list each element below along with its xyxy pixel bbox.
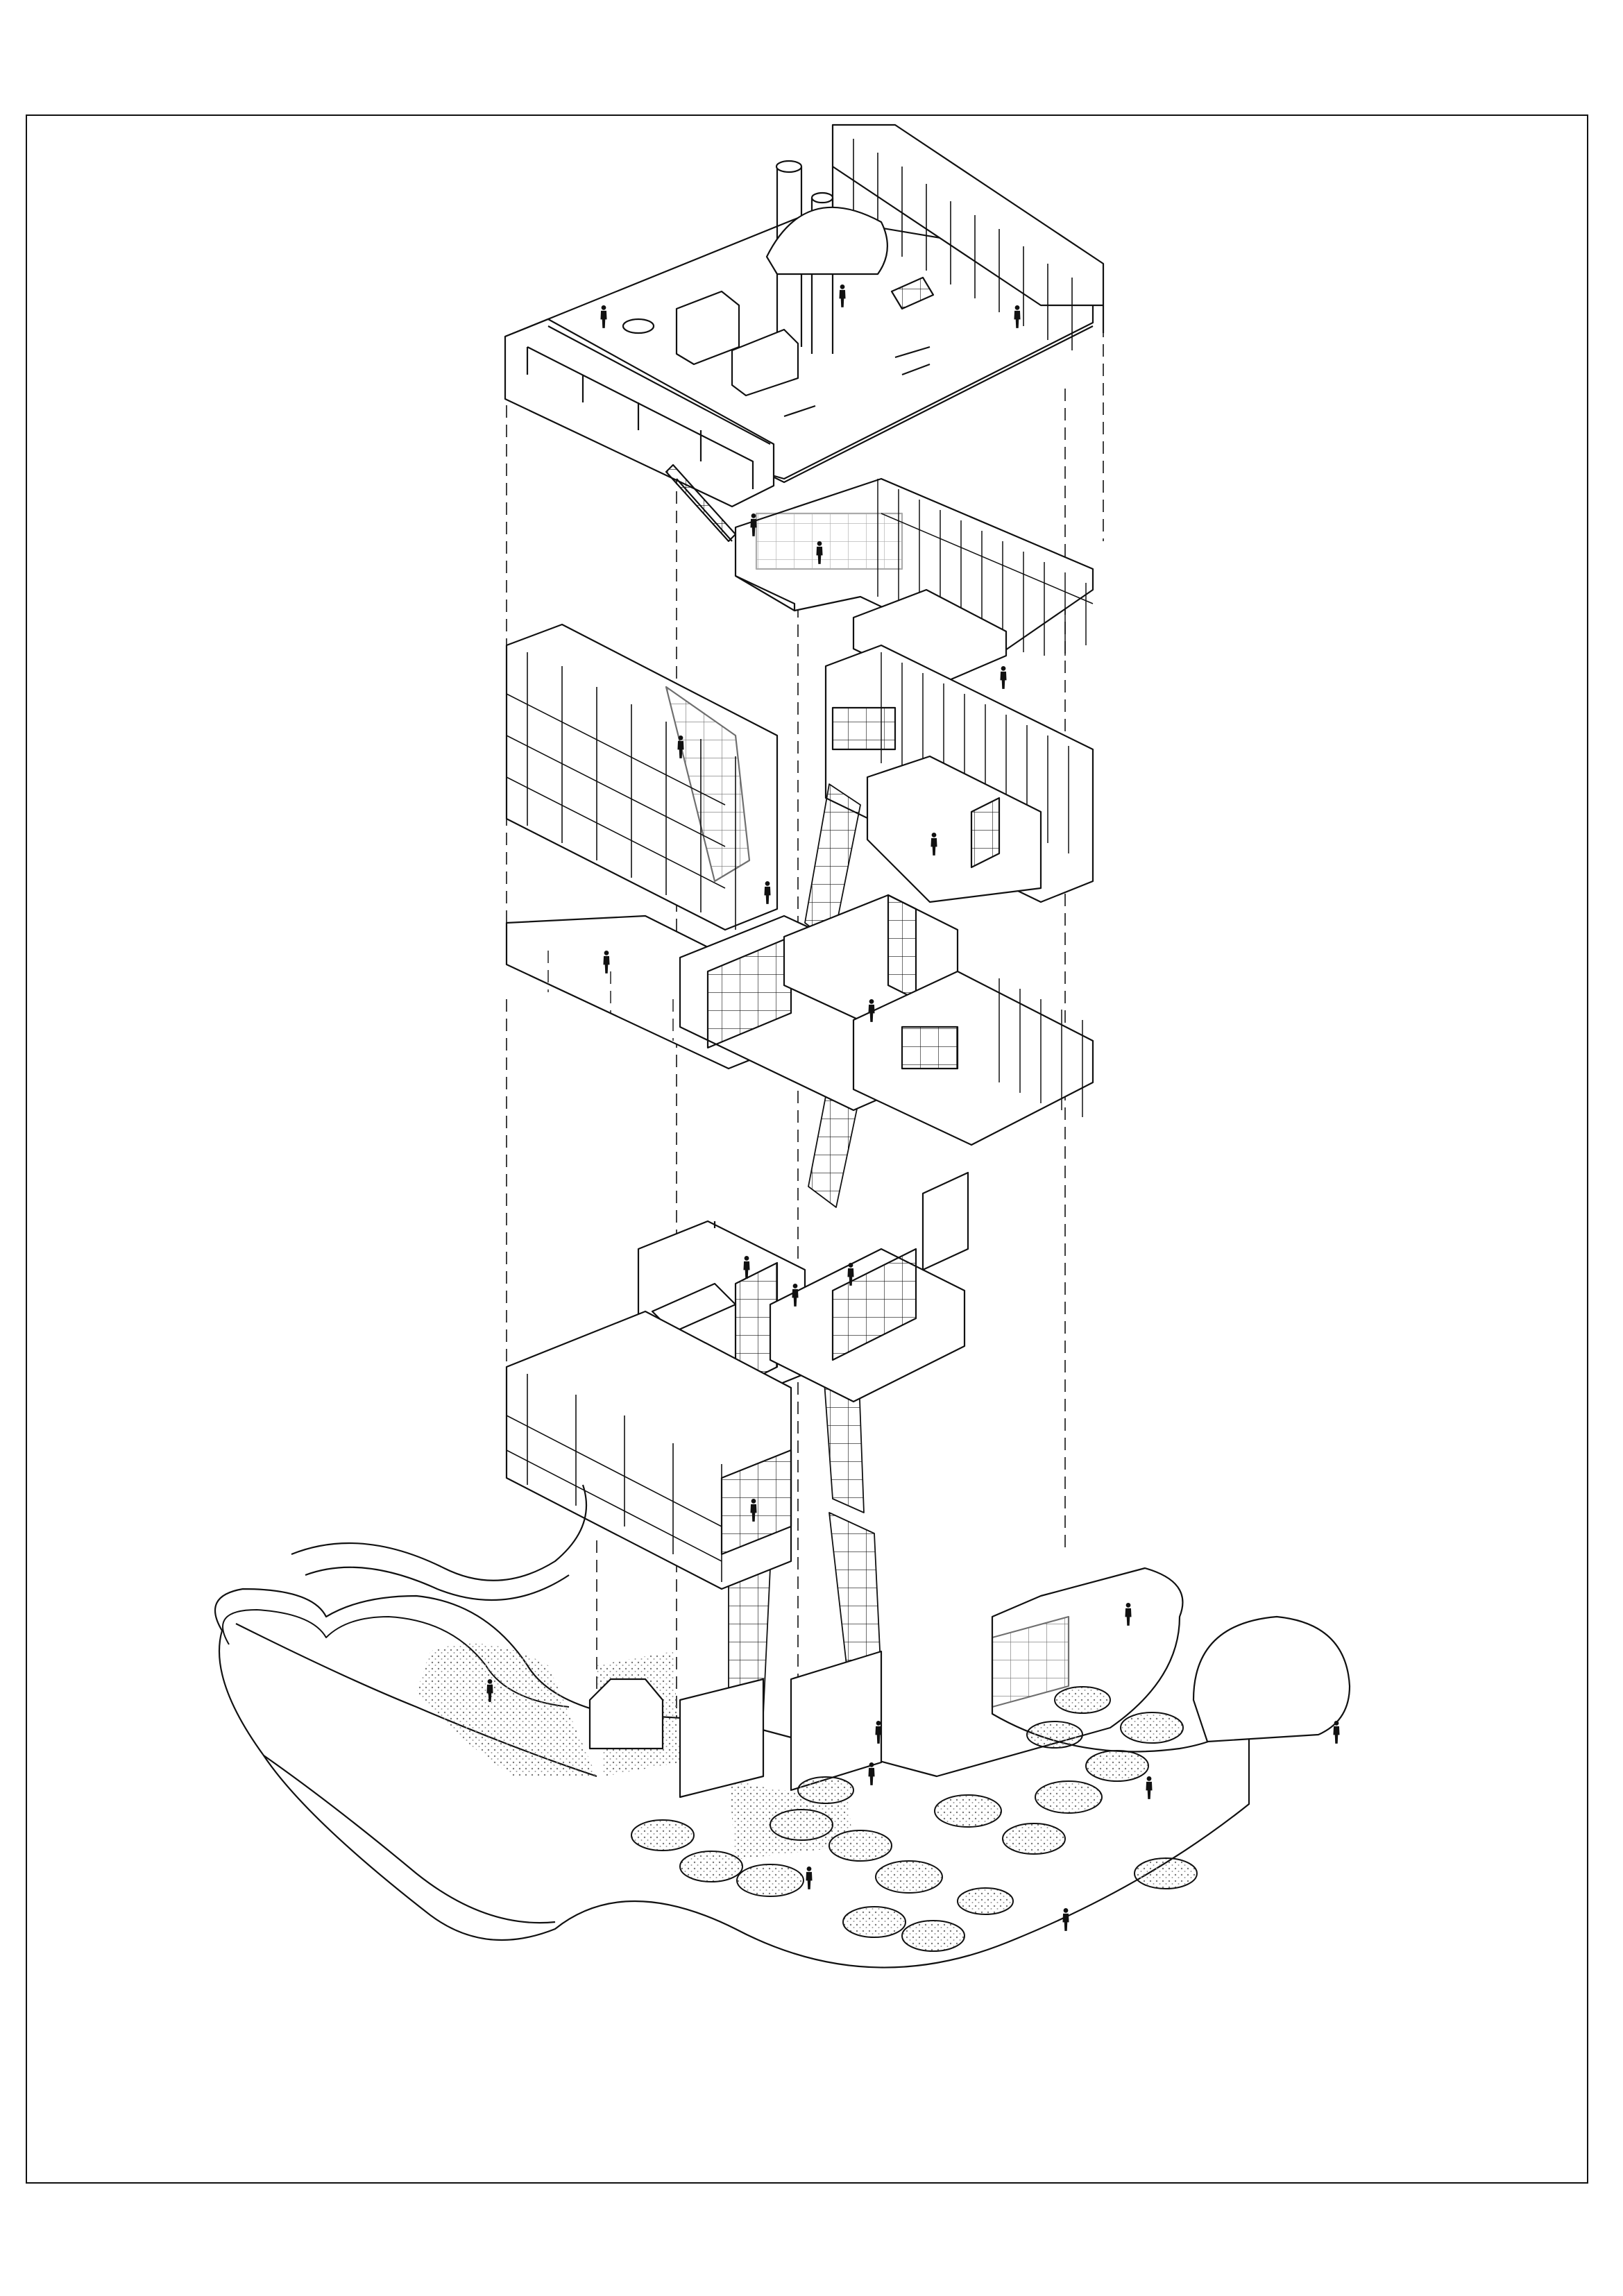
sheet-frame	[26, 115, 1588, 2183]
planter-rings	[631, 1687, 1197, 1951]
level-4-glazed	[826, 645, 1093, 902]
level-3-library	[507, 895, 965, 1110]
level-5-hall	[736, 479, 1093, 687]
level-3-lounge	[853, 971, 1093, 1145]
frame-building-upper	[507, 624, 777, 930]
stair-roof	[666, 465, 736, 541]
ground-landscape	[215, 1485, 1350, 1968]
roof-terrace-level	[505, 125, 1103, 507]
frame-building-lower	[507, 1311, 791, 1589]
drawing-linework	[215, 125, 1350, 1968]
